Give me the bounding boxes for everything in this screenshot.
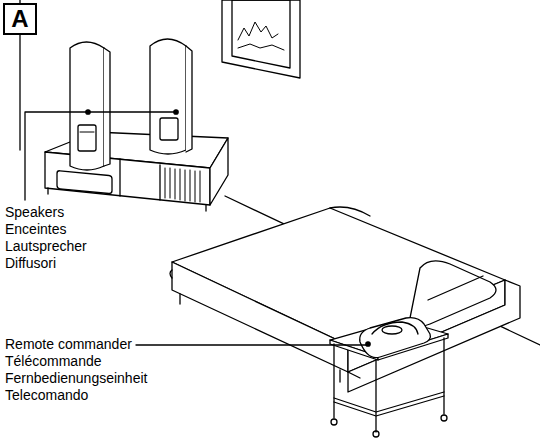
- part-name: Télécommande: [5, 353, 102, 370]
- leader-line: [25, 110, 178, 200]
- picture-frame: [222, 0, 300, 78]
- part-name: Diffusori: [5, 255, 56, 272]
- speaker: [150, 39, 192, 154]
- figure-letter-box: A: [3, 3, 37, 35]
- remote-commander: [360, 318, 431, 358]
- leader-line: [136, 344, 368, 345]
- speaker: [70, 42, 110, 170]
- figure-letter: A: [11, 7, 28, 31]
- part-name: Fernbedienungseinheit: [5, 370, 147, 387]
- bed: [170, 207, 520, 392]
- part-name: Remote commander: [5, 336, 132, 353]
- part-name: Enceintes: [5, 221, 66, 238]
- part-name: Lautsprecher: [5, 238, 87, 255]
- part-name: Speakers: [5, 204, 64, 221]
- part-name: Telecomando: [5, 387, 88, 404]
